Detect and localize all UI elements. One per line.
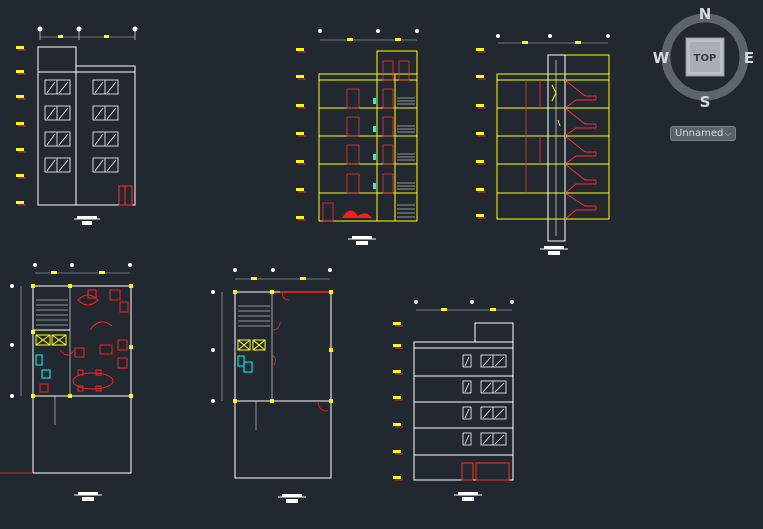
compass-ring[interactable] [661, 13, 749, 101]
viewcube-face-label: TOP [694, 53, 717, 64]
side-elevation-drawing[interactable] [393, 300, 514, 501]
section-a-drawing[interactable] [296, 29, 419, 245]
ucs-dropdown-value: Unnamed [675, 128, 724, 139]
chevron-down-icon: ⌵ [724, 129, 731, 138]
compass-east[interactable]: E [744, 49, 754, 67]
compass-south[interactable]: S [700, 93, 711, 111]
front-elevation-drawing[interactable] [16, 26, 138, 225]
section-b-drawing[interactable] [476, 34, 610, 255]
compass-north[interactable]: N [699, 5, 712, 23]
viewcube[interactable]: TOP N S W E [653, 4, 757, 112]
ucs-dropdown[interactable]: Unnamed ⌵ [670, 126, 736, 141]
ground-floor-plan-drawing[interactable] [0, 263, 133, 501]
typical-floor-plan-drawing[interactable] [211, 268, 333, 503]
compass-west[interactable]: W [653, 49, 670, 67]
